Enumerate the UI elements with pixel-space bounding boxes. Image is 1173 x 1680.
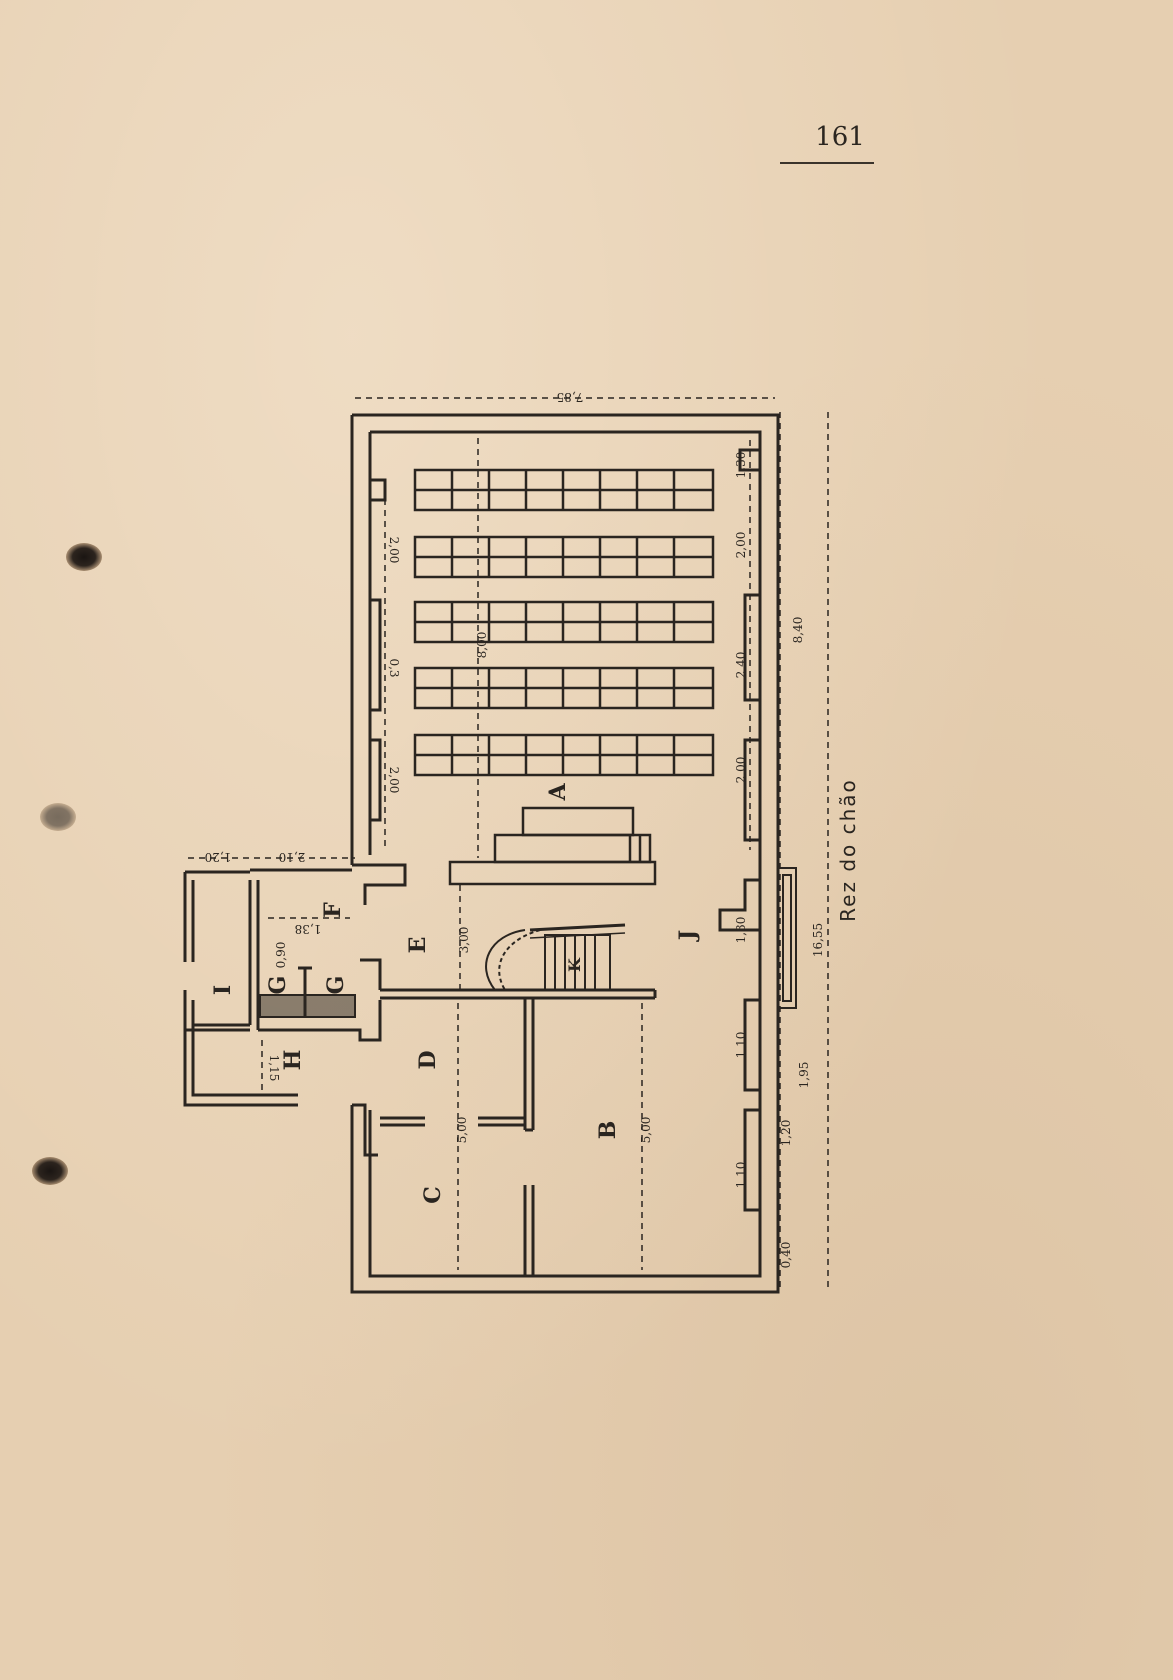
- dim-wing-1-20: 1,20: [205, 850, 232, 864]
- dim-side-2-00-a: 2,00: [734, 532, 748, 559]
- dim-side-2-00-b: 2,00: [734, 757, 748, 784]
- dim-hall-3-00: 3,00: [457, 927, 471, 954]
- room-label-a: A: [545, 783, 571, 802]
- room-label-i: I: [210, 985, 236, 995]
- page-number: 161: [815, 122, 865, 152]
- room-label-h: H: [280, 1050, 306, 1071]
- dim-side-8-40: 8,40: [791, 617, 805, 644]
- dim-win-1-20: 1,20: [779, 1120, 793, 1147]
- dim-room-5-00-b: 5,00: [639, 1117, 653, 1144]
- dim-top-0-3: 0,3: [387, 658, 401, 677]
- desk-rows: [413, 468, 715, 777]
- inner-wall-main: [368, 430, 762, 1278]
- window-frame: [777, 867, 797, 1009]
- room-label-e: E: [405, 937, 431, 954]
- dim-top-2-00-a: 2,00: [387, 537, 401, 564]
- dim-total-length: 16,55: [811, 923, 825, 957]
- dim-wing-0-90: 0,90: [274, 942, 288, 969]
- dim-wing-1-15: 1,15: [267, 1055, 281, 1082]
- dim-win-1-30: 1,30: [734, 917, 748, 944]
- dim-side-1-30: 1,30: [734, 452, 748, 479]
- staircase: [485, 923, 626, 991]
- outer-wall-main: [350, 413, 780, 1294]
- room-label-d: D: [415, 1050, 441, 1069]
- room-label-k: K: [565, 957, 584, 972]
- punch-hole-top: [66, 543, 102, 571]
- dim-win-0-40: 0,40: [779, 1242, 793, 1269]
- room-label-j: J: [675, 930, 701, 942]
- platform: [448, 806, 657, 886]
- dim-wing-1-38: 1,38: [295, 922, 322, 936]
- room-label-g1: G: [265, 976, 291, 995]
- hatched-fixtures: [259, 966, 356, 1018]
- room-label-f: F: [320, 902, 346, 918]
- page-number-underline: [780, 162, 874, 164]
- punch-hole-middle: [40, 803, 76, 831]
- dimension-lines: [188, 397, 829, 1290]
- dim-top-2-00-b: 2,00: [387, 767, 401, 794]
- dim-side-2-40: 2,40: [734, 652, 748, 679]
- room-label-c: C: [420, 1186, 446, 1204]
- annex-wall: [352, 863, 407, 905]
- dim-win-1-10-b: 1,10: [734, 1162, 748, 1189]
- dim-hall-8-00: 8,00: [475, 632, 489, 659]
- dim-win-1-10-a: 1,10: [734, 1032, 748, 1059]
- dim-room-5-00-a: 5,00: [455, 1117, 469, 1144]
- room-label-g2: G: [323, 976, 349, 995]
- punch-hole-bottom: [32, 1157, 68, 1185]
- dim-total-width: 7,85: [557, 390, 584, 404]
- dim-wing-2-10: 2,10: [279, 850, 306, 864]
- plan-caption: Rez do chão: [836, 778, 860, 922]
- dim-win-1-95: 1,95: [797, 1062, 811, 1089]
- room-label-b: B: [595, 1121, 621, 1140]
